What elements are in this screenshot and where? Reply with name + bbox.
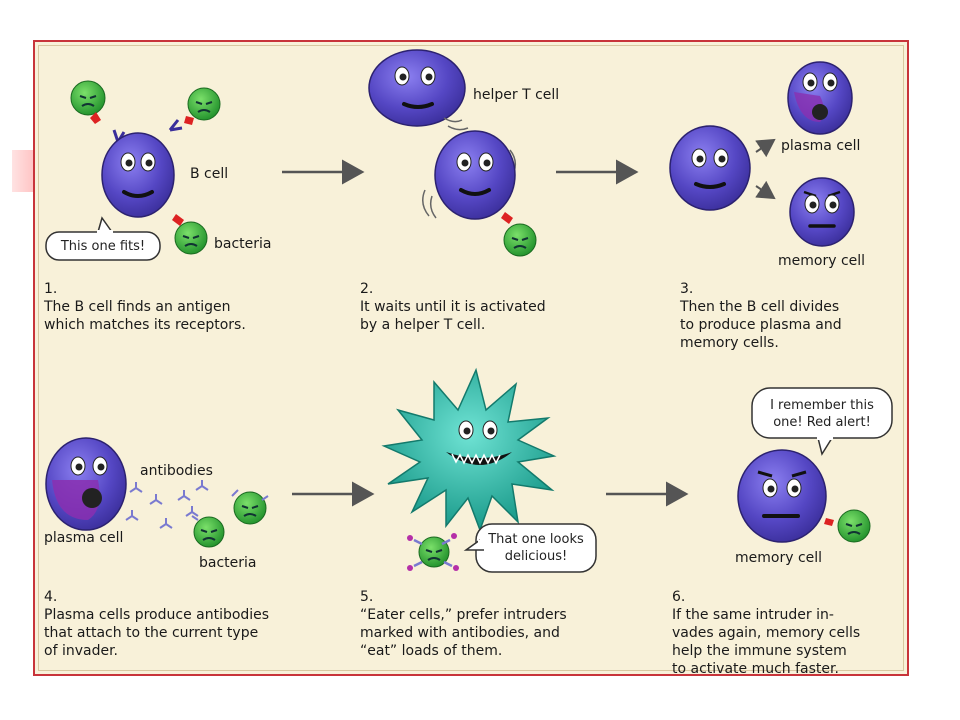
delicious-bubble-text: That one looks delicious! [478,531,594,565]
step-6-caption: 6. If the same intruder in- vades again,… [672,588,860,678]
step-line: If the same intruder in- [672,607,834,623]
step-2-caption: 2. It waits until it is activated by a h… [360,280,546,334]
antigen-icon [172,214,184,226]
bacteria-icon [187,87,221,121]
panel-3-art [669,61,855,247]
step-number: 2. [360,281,374,297]
b-cell-dividing-icon [669,125,751,211]
panel-1-art [45,80,221,261]
b-cell-label: B cell [190,166,229,182]
panel-2-art [368,49,537,257]
step-number: 5. [360,589,374,605]
bacteria-icon [233,491,267,525]
memory-cell-label: memory cell [778,253,866,269]
plasma-cell-label-2: plasma cell [44,530,124,546]
b-cell-icon [101,132,175,218]
step-4-caption: 4. Plasma cells produce antibodies that … [44,588,269,660]
step-number: 4. [44,589,58,605]
delicious-bubble-line: delicious! [504,549,568,564]
remember-bubble-text: I remember this one! Red alert! [754,397,890,431]
fits-bubble-line: This one fits! [60,239,146,254]
step-line: It waits until it is activated [360,299,546,315]
helper-t-cell-icon [368,49,466,127]
panel-5-art [381,367,597,573]
eater-cell-icon [381,367,557,533]
panel-6-art [737,387,893,543]
step-line: vades again, memory cells [672,625,861,641]
bacteria-label: bacteria [214,236,272,252]
b-cell-receptor [168,119,183,132]
step-line: help the immune system [672,643,847,659]
step-line: The B cell finds an antigen [44,299,231,315]
step-line: that attach to the current type [44,625,259,641]
step-line: memory cells. [680,335,779,351]
step-number: 6. [672,589,686,605]
antigen-icon [90,112,101,124]
bacteria-icon [503,223,537,257]
plasma-cell-label: plasma cell [781,138,861,154]
step-line: to produce plasma and [680,317,842,333]
bacteria-label-2: bacteria [199,555,257,571]
remember-bubble-line: one! Red alert! [773,415,871,430]
step-1-caption: 1. The B cell finds an antigen which mat… [44,280,246,334]
step-line: which matches its receptors. [44,317,246,333]
arrow-to-plasma [755,138,776,158]
step-number: 3. [680,281,694,297]
arrow-to-memory [755,180,776,200]
step-line: Plasma cells produce antibodies [44,607,270,623]
step-line: by a helper T cell. [360,317,486,333]
step-3-caption: 3. Then the B cell divides to produce pl… [680,280,842,352]
bacteria-icon [70,80,106,116]
diagram-inner-border [38,45,904,671]
helper-t-cell-label: helper T cell [473,87,560,103]
step-number: 1. [44,281,58,297]
delicious-bubble-line: That one looks [488,532,584,547]
step-line: marked with antibodies, and [360,625,560,641]
step-line: “Eater cells,” prefer intruders [360,607,567,623]
antibodies-label: antibodies [140,463,213,479]
remember-bubble-line: I remember this [770,398,874,413]
step-line: Then the B cell divides [680,299,840,315]
step-line: “eat” loads of them. [360,643,503,659]
memory-cell-icon [737,449,827,543]
step-line: of invader. [44,643,118,659]
panel-4-art [45,437,269,548]
bacteria-icon [193,516,225,548]
antibodies-icon [125,480,209,529]
marked-bacteria-icon [418,536,450,568]
memory-cell-label-2: memory cell [735,550,823,566]
step-line: to activate much faster. [672,661,839,677]
step-5-caption: 5. “Eater cells,” prefer intruders marke… [360,588,567,660]
fits-bubble-text: This one fits! [48,238,158,255]
memory-cell-icon [789,177,855,247]
bacteria-icon [174,221,208,255]
activated-b-cell-icon [434,130,516,220]
bacteria-icon [837,509,871,543]
